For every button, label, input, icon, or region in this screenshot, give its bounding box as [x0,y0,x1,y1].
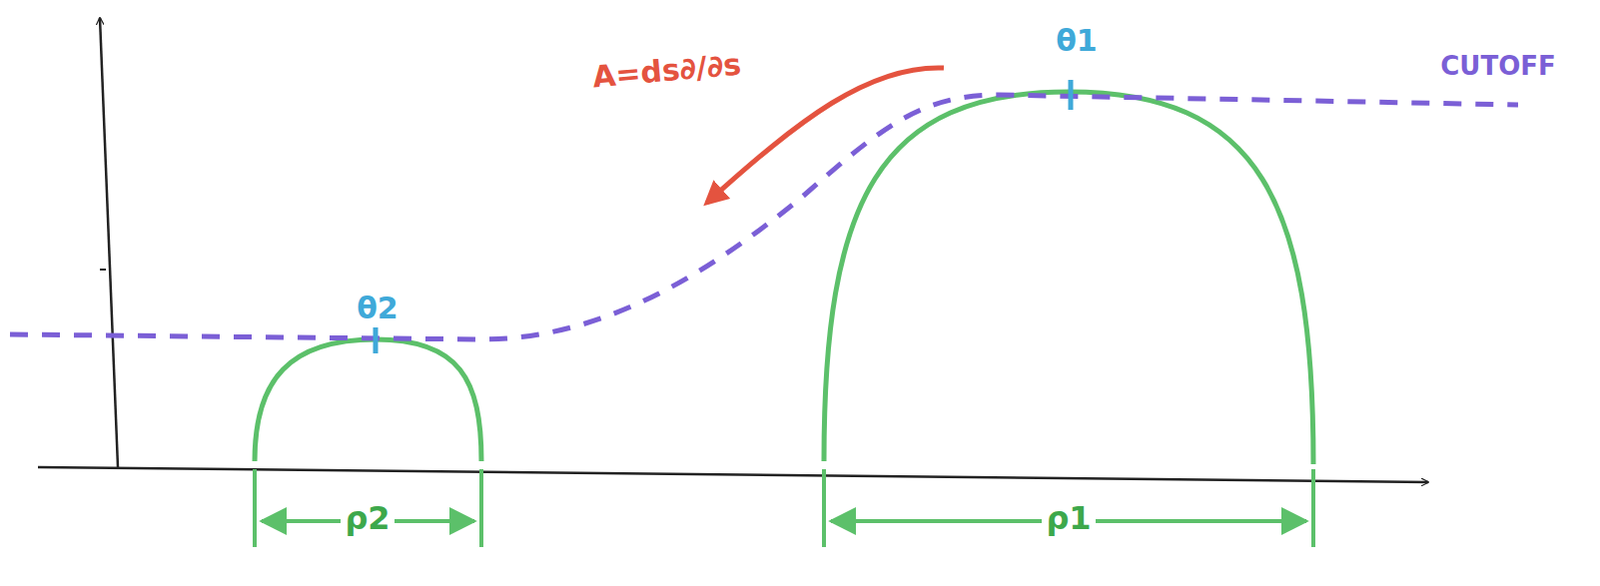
width-label: ρ2 [340,500,394,538]
angle-label: θ1 [1051,22,1101,58]
dimension-extent [254,469,1314,548]
flow-arrow [707,67,944,203]
cutoff-label: CUTOFF [1436,50,1561,82]
operator-label: A=ds∂/∂s [587,45,748,95]
y-axis [99,17,118,468]
small-hump [254,339,482,462]
peak-tick [1068,79,1074,110]
large-hump [823,91,1314,465]
x-axis [37,467,1429,483]
peak-tick [373,327,379,354]
cutoff-curve [9,94,1519,340]
angle-label: θ2 [352,290,402,326]
width-label: ρ1 [1041,500,1095,538]
axis-tick [99,268,106,271]
